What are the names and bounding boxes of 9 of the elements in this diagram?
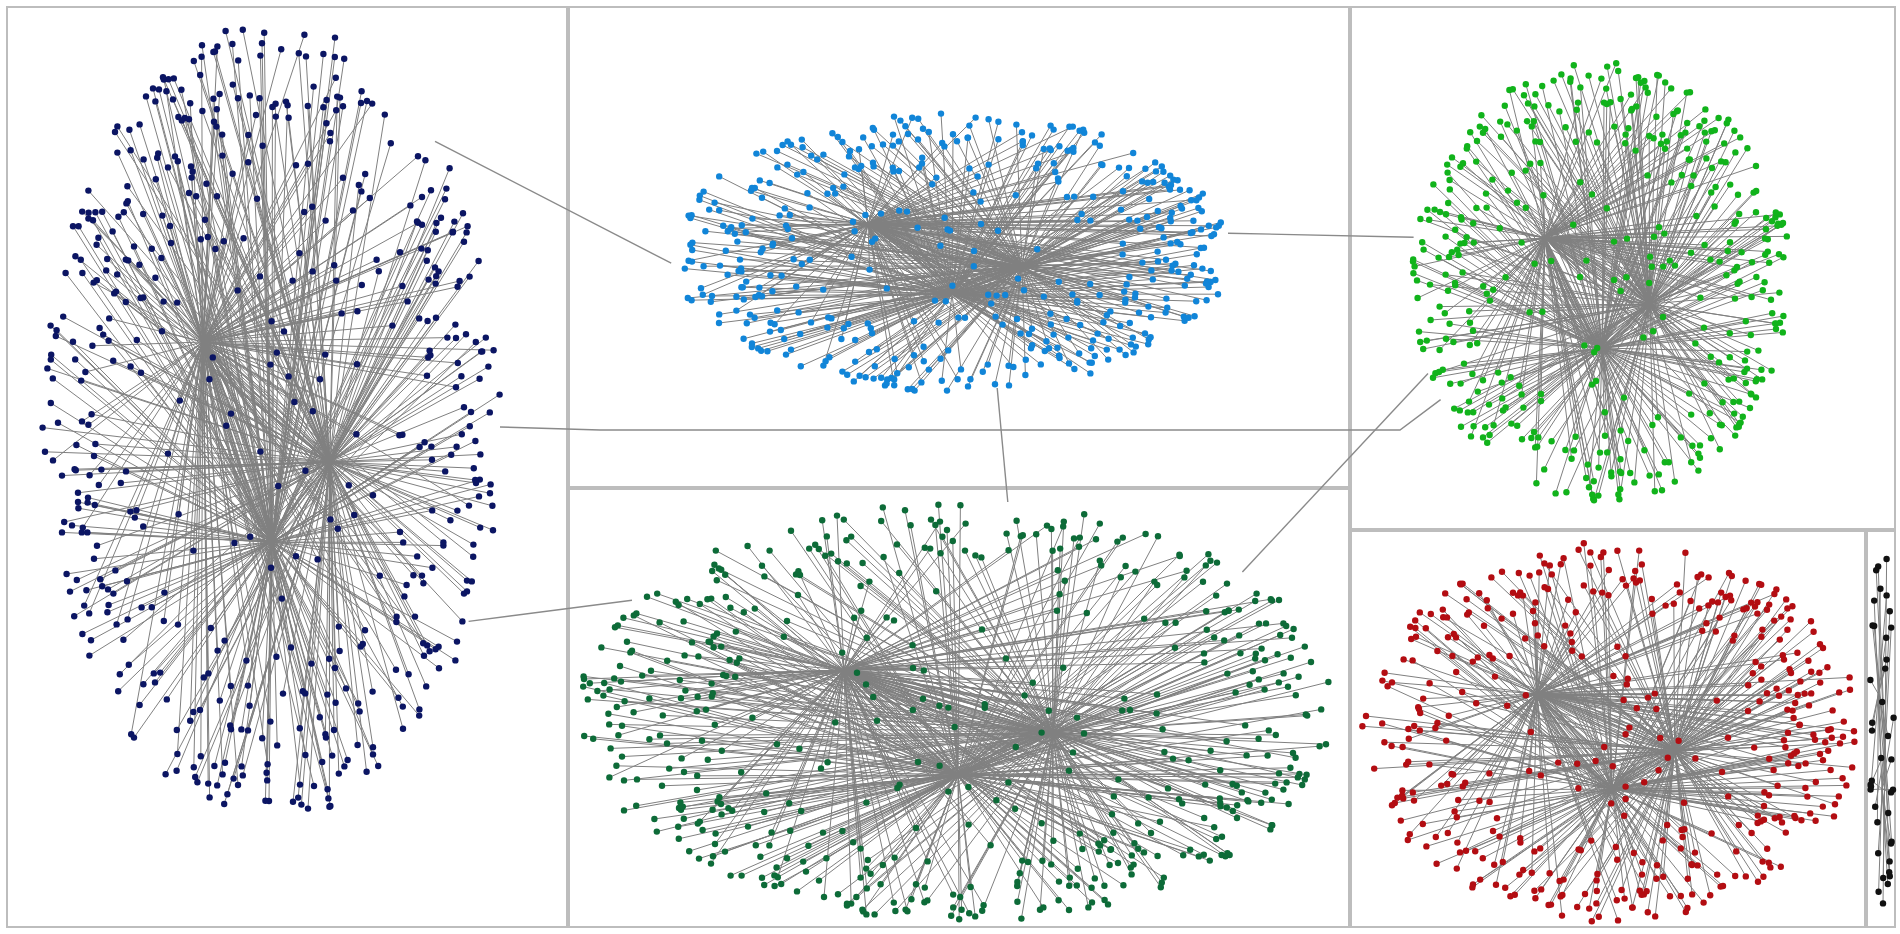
group-panel — [1350, 6, 1896, 530]
link-bundle — [1227, 232, 1415, 238]
link-bundle — [996, 387, 1009, 503]
link-bundle — [499, 398, 1442, 431]
group-panel — [568, 6, 1350, 488]
link-bundle — [434, 140, 672, 264]
link-bundle — [1241, 372, 1429, 573]
group-panel — [6, 6, 568, 928]
link-bundle — [467, 599, 633, 623]
